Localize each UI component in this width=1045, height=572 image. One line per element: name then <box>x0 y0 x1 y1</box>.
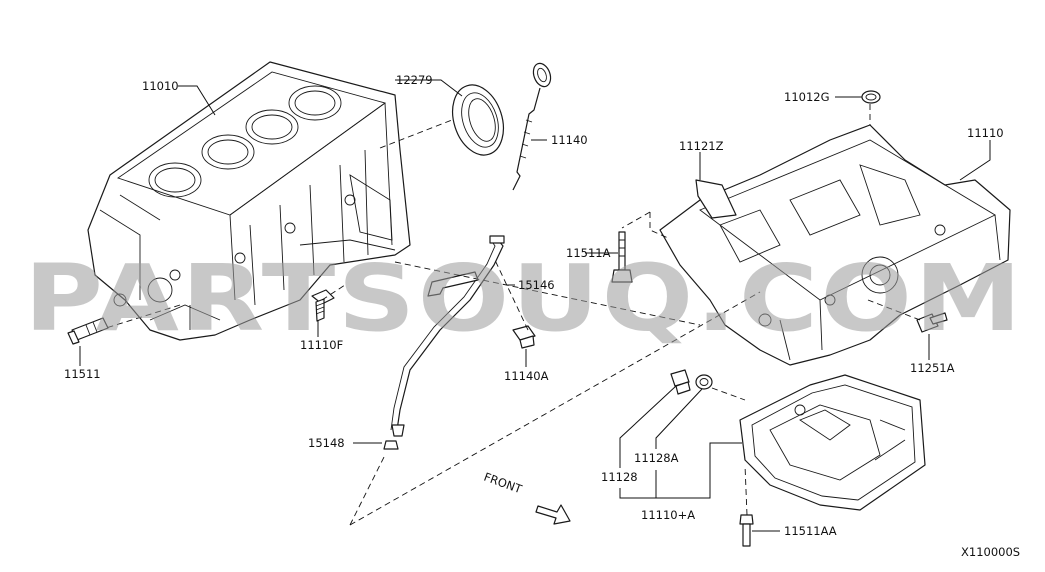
label-11128A[interactable]: 11128A <box>634 451 679 465</box>
label-11511[interactable]: 11511 <box>64 367 101 381</box>
plug-11012G-drawing[interactable] <box>861 90 881 104</box>
bolt-11110F-drawing[interactable] <box>311 289 335 322</box>
label-11140A[interactable]: 11140A <box>504 369 549 383</box>
label-11251A[interactable]: 11251A <box>910 361 955 375</box>
label-11110A[interactable]: 11110+A <box>641 508 695 522</box>
front-label: FRONT <box>482 470 525 497</box>
rear-oil-seal-drawing[interactable] <box>444 78 512 161</box>
label-11110[interactable]: 11110 <box>967 126 1004 140</box>
label-11511AA[interactable]: 11511AA <box>784 524 837 538</box>
bolt-11140A-drawing[interactable] <box>512 325 536 349</box>
bolt-11511A-drawing[interactable] <box>611 231 633 283</box>
label-11511A[interactable]: 11511A <box>566 246 611 260</box>
label-15146[interactable]: 15146 <box>518 278 555 292</box>
bolt-11511-drawing[interactable] <box>67 317 109 345</box>
oil-level-gauge-drawing[interactable] <box>512 61 554 191</box>
watermark: PARTSOUQ.COM <box>24 245 1024 352</box>
bolt-11251A-drawing[interactable] <box>916 312 948 333</box>
o-ring-drawing[interactable] <box>383 440 399 450</box>
label-12279[interactable]: 12279 <box>396 73 433 87</box>
drain-plug-washer-drawing[interactable] <box>695 374 713 390</box>
label-11140[interactable]: 11140 <box>551 133 588 147</box>
oil-pan-lower-drawing[interactable] <box>739 374 926 511</box>
oil-level-gauge-guide-drawing[interactable] <box>390 235 505 437</box>
label-11010[interactable]: 11010 <box>142 79 179 93</box>
drain-plug-drawing[interactable] <box>670 369 691 395</box>
oil-pan-upper-drawing[interactable] <box>659 124 1011 366</box>
label-15148[interactable]: 15148 <box>308 436 345 450</box>
label-11012G[interactable]: 11012G <box>784 90 830 104</box>
alignment-dashed-lines <box>105 104 921 526</box>
label-11121Z[interactable]: 11121Z <box>679 139 724 153</box>
leader-lines <box>79 79 991 532</box>
front-arrow-icon <box>535 504 571 525</box>
label-11110F[interactable]: 11110F <box>300 338 343 352</box>
label-11128[interactable]: 11128 <box>601 470 638 484</box>
diagram-code: X110000S <box>961 545 1020 559</box>
bolt-11511AA-drawing[interactable] <box>739 514 754 547</box>
cylinder-block-drawing[interactable] <box>87 61 411 341</box>
